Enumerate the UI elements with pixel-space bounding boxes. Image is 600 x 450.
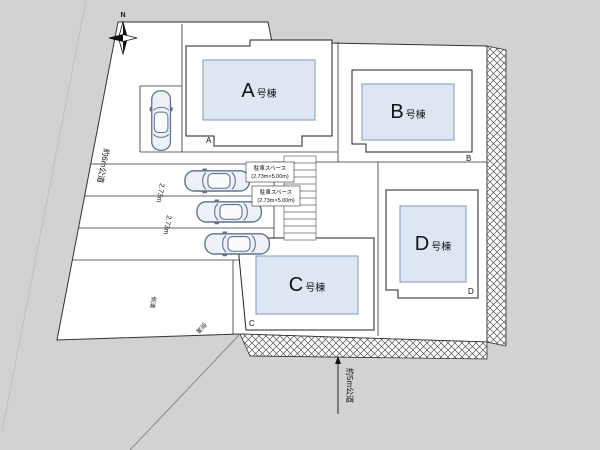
car-icon <box>148 90 174 151</box>
building-c-core <box>255 255 359 315</box>
stall-width-dim-1: 2.73m <box>155 183 165 204</box>
building-a-suffix: 号棟 <box>257 87 277 100</box>
slope-hatch-right <box>486 45 507 347</box>
building-d-letter: D <box>415 233 429 255</box>
building-c-letter: C <box>289 274 303 296</box>
parking-note-1-line2: (2.73m×5.00m) <box>251 174 289 180</box>
slope-hatch-bottom <box>239 333 488 360</box>
parking-note-box-1 <box>245 161 295 183</box>
parking-note-2-line1: 駐車スペース <box>260 188 292 196</box>
parking-note-2-line2: (2.73m×5.00m) <box>257 198 295 204</box>
bottom-road-dimension: 約5m公道 <box>335 356 355 414</box>
stall-width-dim-2: 2.73m <box>162 215 172 236</box>
building-b-suffix: 号棟 <box>406 108 426 121</box>
lot-c-letter: C <box>249 319 255 328</box>
bottom-left-road-edge <box>129 333 241 450</box>
parking-note-1-line1: 駐車スペース <box>254 164 286 172</box>
building-b-core <box>361 83 455 141</box>
building-c-suffix: 号棟 <box>305 281 325 294</box>
building-b-letter: B <box>390 101 403 123</box>
car-icon <box>184 167 251 194</box>
parking-notes: 駐車スペース (2.73m×5.00m) 駐車スペース (2.73m×5.00m… <box>245 161 301 207</box>
lot-a-letter: A <box>206 136 212 145</box>
compass-west-dark-half <box>109 34 123 42</box>
car-icon <box>196 198 263 225</box>
north-label: N <box>120 12 125 19</box>
building-a-core <box>202 59 316 121</box>
building-d-suffix: 号棟 <box>431 240 451 253</box>
lot-b-letter: B <box>466 154 471 163</box>
parking-note-box-2 <box>251 185 301 207</box>
lot-d-letter: D <box>468 287 474 296</box>
compass: N <box>108 12 138 56</box>
left-road-outer-edge <box>1 0 87 433</box>
gutter-label-left: 側溝 <box>148 296 158 309</box>
building-d-core <box>399 205 467 283</box>
car-icon <box>204 230 271 257</box>
bottom-road-label: 約5m公道 <box>345 368 355 403</box>
arrow-up-icon <box>335 356 341 364</box>
building-a-letter: A <box>241 80 255 102</box>
